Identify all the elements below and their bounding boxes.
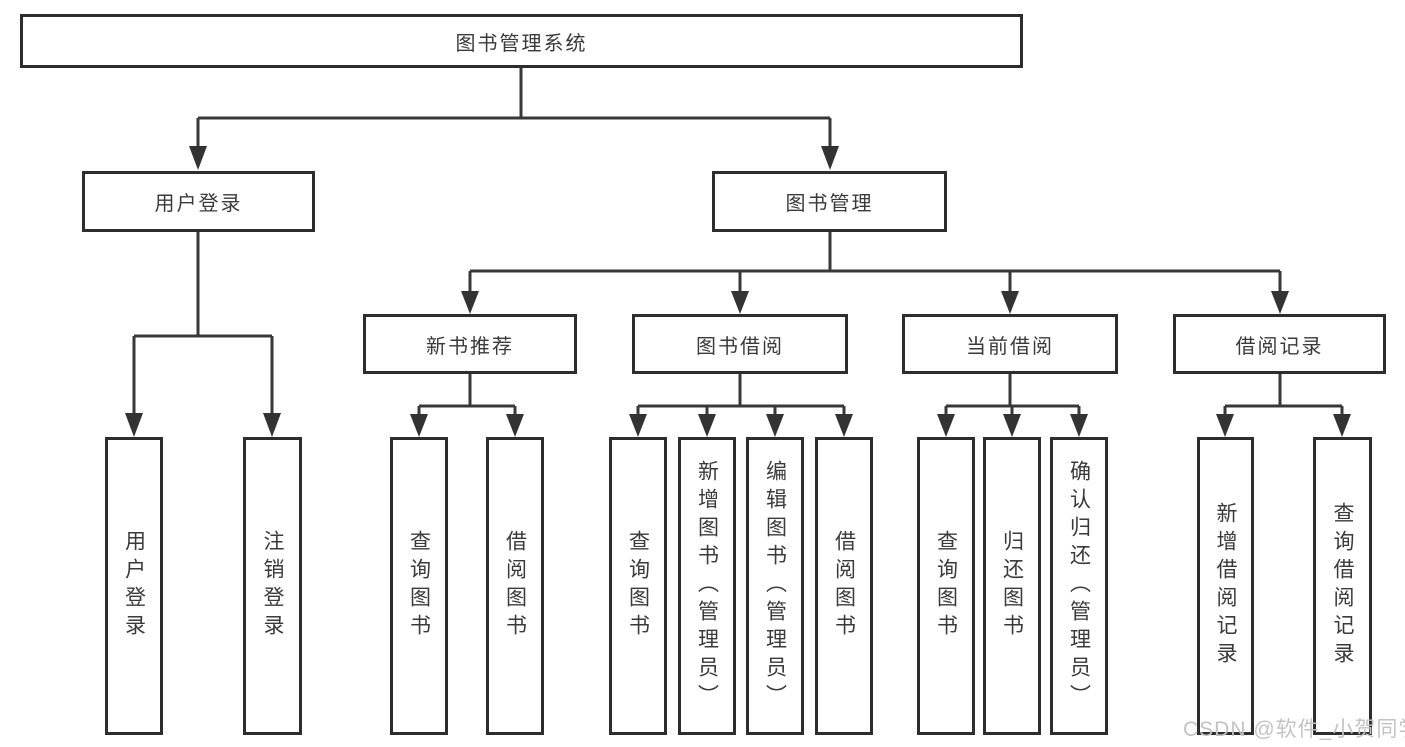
node-label: 用户登录 (122, 530, 146, 642)
connector-bookmgmt-to-level3 (468, 232, 1282, 292)
node-label: 查询图书 (626, 530, 650, 642)
leaf-return-books: 归还图书 (983, 437, 1041, 735)
arrowheads-currentborrow-leaves (937, 414, 1088, 437)
node-label: 借阅记录 (1235, 335, 1324, 358)
leaf-logout: 注销登录 (243, 437, 302, 735)
csdn-watermark: CSDN @软件_小贺同学 (1183, 718, 1405, 741)
node-label: 图书管理系统 (455, 32, 588, 55)
node-label: 查询图书 (407, 530, 431, 642)
node-label: 借阅图书 (832, 530, 856, 642)
node-label: 借阅图书 (503, 530, 527, 642)
leaf-query-books-recommendation: 查询图书 (390, 437, 448, 735)
connector-currentborrow-to-leaves (944, 374, 1081, 415)
node-label: 归还图书 (1000, 530, 1024, 642)
node-label: 当前借阅 (966, 335, 1054, 358)
arrowheads-level3 (461, 291, 1289, 314)
node-borrowing-records: 借阅记录 (1173, 314, 1386, 374)
arrowheads-userlogin-leaves (125, 413, 281, 437)
connector-bookborrow-to-leaves (636, 374, 846, 415)
leaf-add-books-admin: 新增图书（管理员） (678, 437, 736, 735)
node-book-management: 图书管理 (712, 171, 947, 232)
connector-userlogin-to-leaves (132, 232, 274, 414)
leaf-confirm-return-admin: 确认归还（管理员） (1050, 437, 1108, 735)
leaf-borrow-books-borrowing: 借阅图书 (815, 437, 873, 735)
node-user-login: 用户登录 (82, 171, 315, 232)
connector-root-to-level2 (196, 67, 832, 147)
leaf-query-books-current: 查询图书 (917, 437, 975, 735)
node-label: 编辑图书（管理员） (763, 460, 787, 712)
node-label: 查询图书 (934, 530, 958, 642)
leaf-edit-books-admin: 编辑图书（管理员） (746, 437, 804, 735)
leaf-borrow-books-recommendation: 借阅图书 (486, 437, 544, 735)
leaf-query-books-borrowing: 查询图书 (609, 437, 667, 735)
node-book-borrowing: 图书借阅 (632, 314, 848, 374)
node-label: 注销登录 (261, 530, 284, 642)
node-label: 用户登录 (154, 193, 243, 215)
node-library-management-system: 图书管理系统 (20, 14, 1023, 68)
node-label: 图书借阅 (696, 335, 784, 358)
arrowheads-borrowrecords-leaves (1216, 414, 1351, 437)
node-current-borrowing: 当前借阅 (902, 314, 1118, 374)
arrowheads-bookborrow-leaves (629, 414, 853, 437)
leaf-user-login: 用户登录 (105, 437, 163, 735)
arrowheads-newbook-leaves (410, 414, 524, 437)
node-label: 新增借阅记录 (1214, 502, 1237, 670)
node-label: 新增图书（管理员） (695, 460, 719, 712)
node-new-book-recommendation: 新书推荐 (363, 314, 577, 374)
connector-newbook-to-leaves (417, 374, 517, 415)
node-label: 确认归还（管理员） (1067, 460, 1091, 712)
leaf-query-borrow-record: 查询借阅记录 (1313, 437, 1372, 735)
arrowheads-level2 (189, 146, 839, 170)
leaf-add-borrow-record: 新增借阅记录 (1197, 437, 1254, 735)
node-label: 新书推荐 (426, 335, 514, 358)
connector-borrowrecords-to-leaves (1223, 374, 1344, 415)
node-label: 图书管理 (785, 193, 874, 215)
node-label: 查询借阅记录 (1331, 502, 1354, 670)
